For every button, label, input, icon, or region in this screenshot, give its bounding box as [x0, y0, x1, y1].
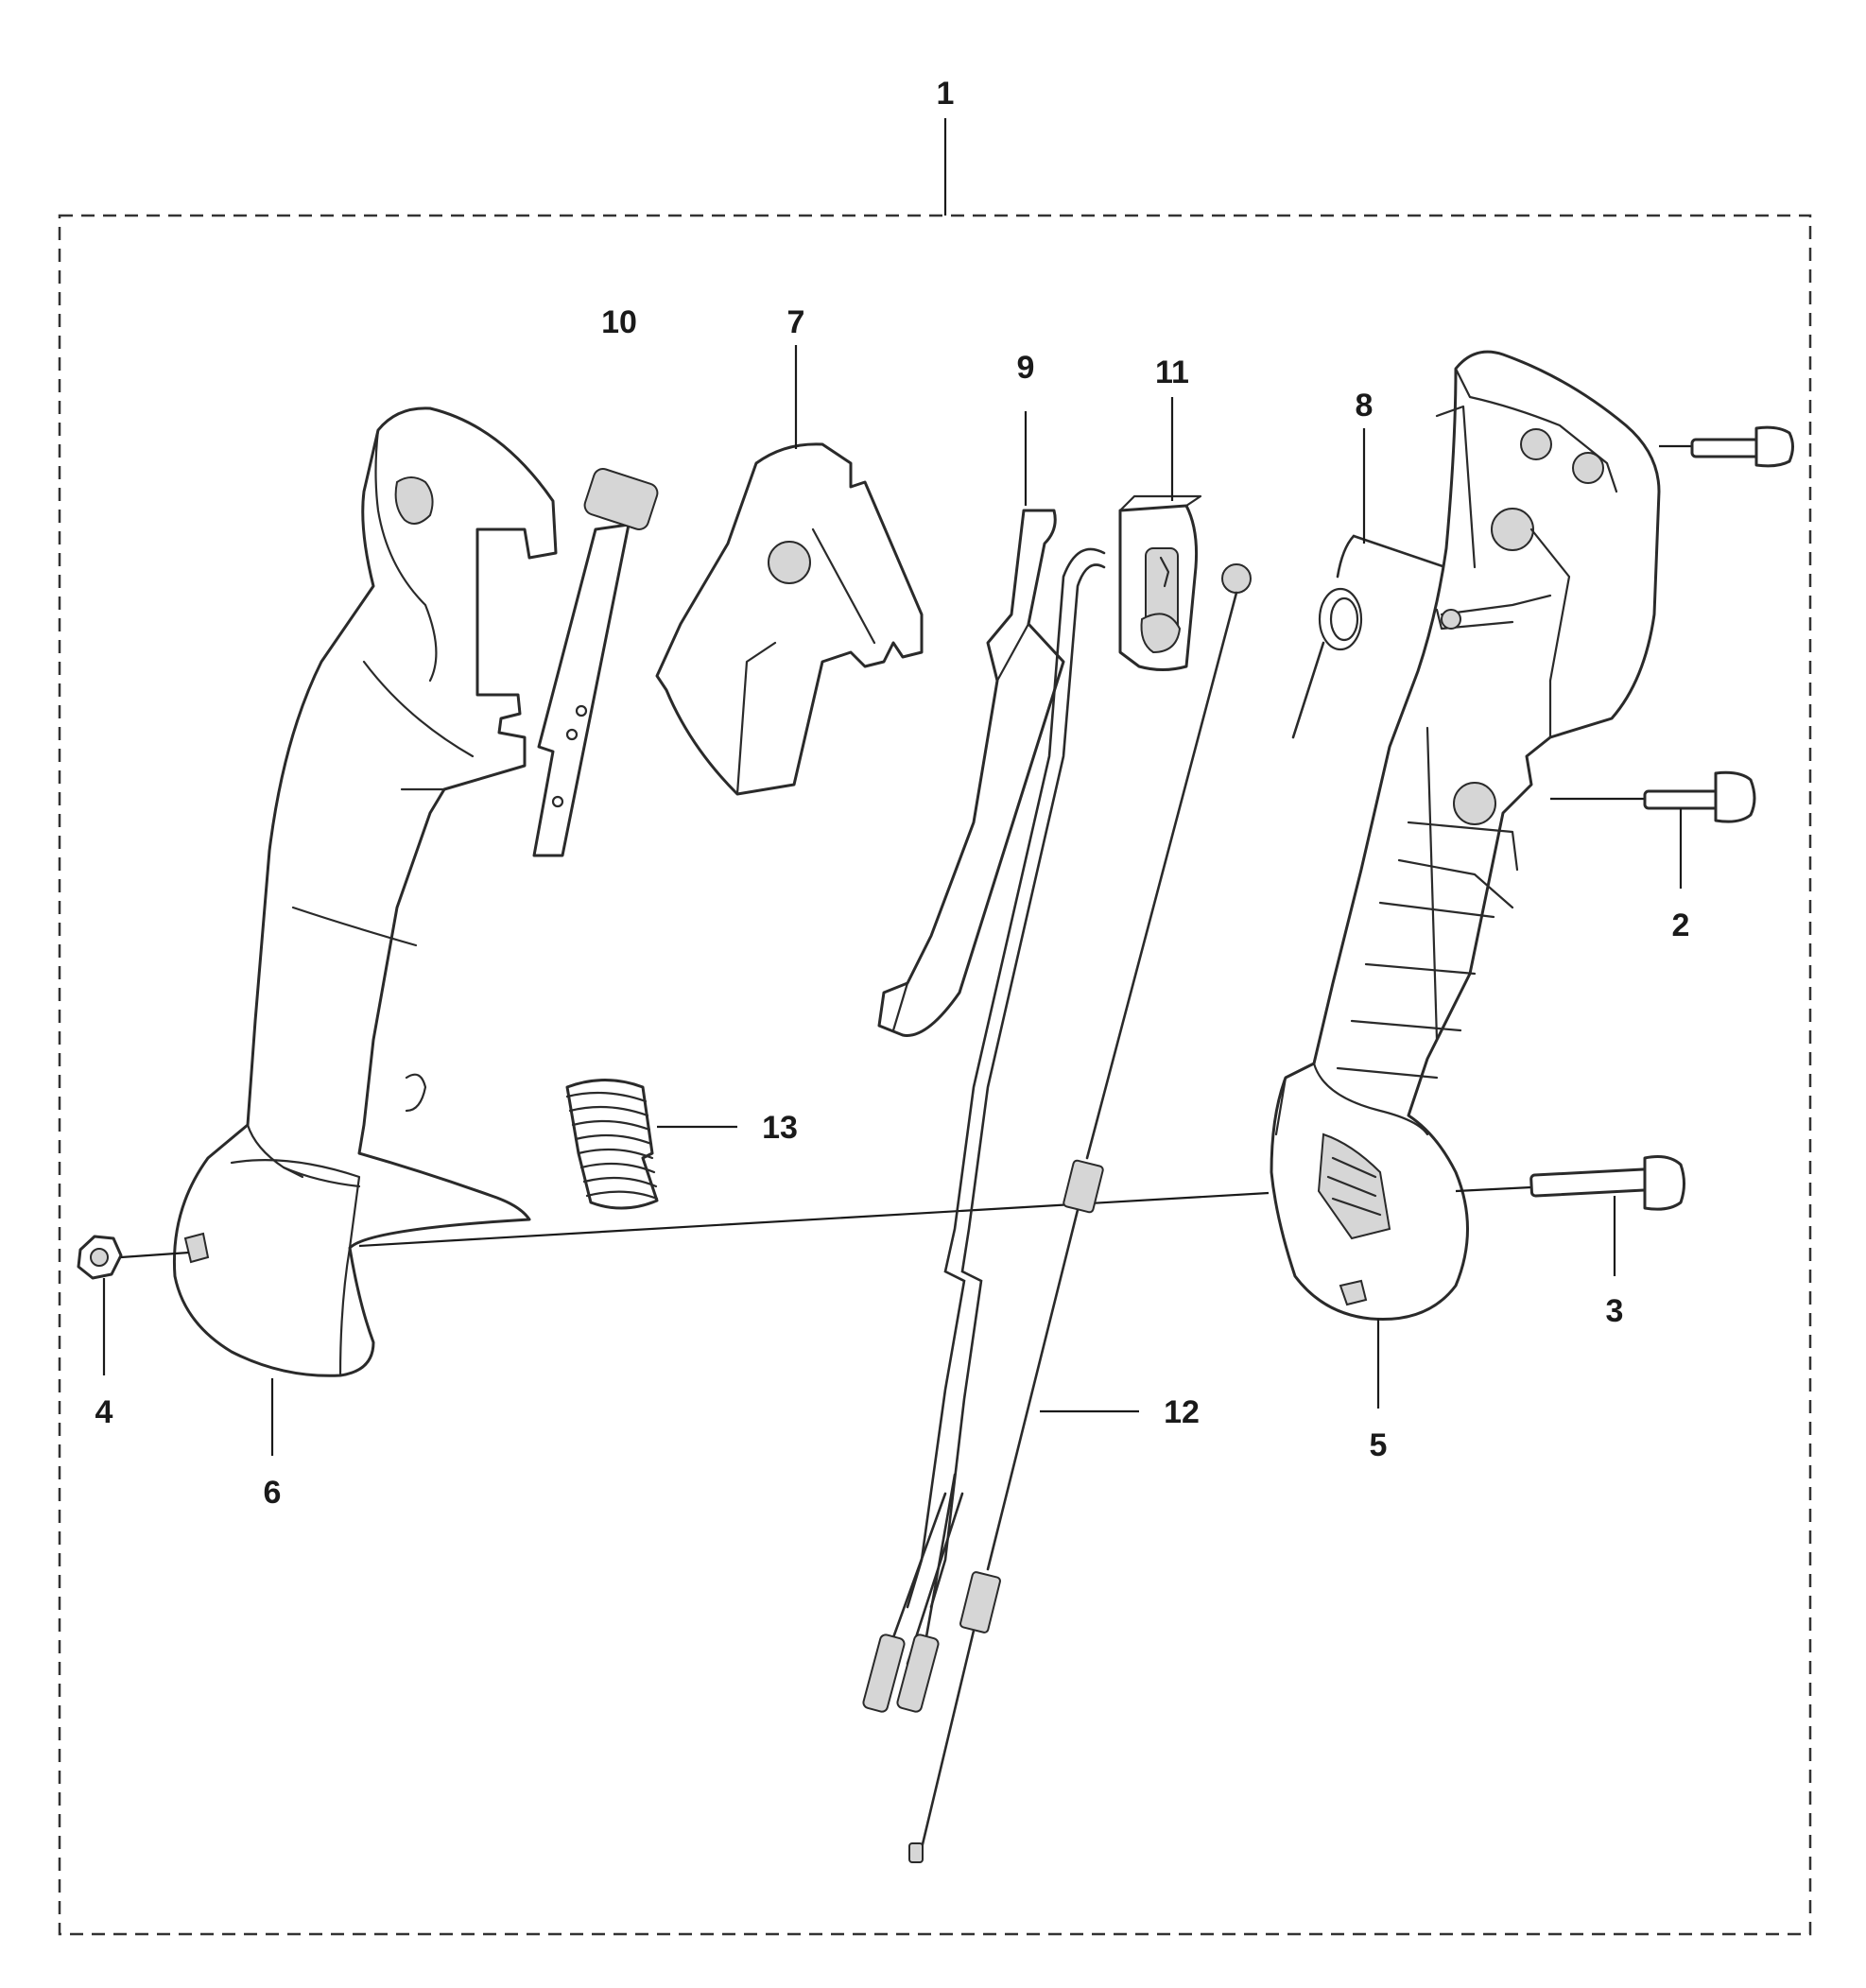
callout-7: 7: [787, 304, 805, 340]
part-6-left-handle-half: [172, 406, 558, 1377]
part-13-spring: [565, 1079, 659, 1210]
callout-12: 12: [1164, 1394, 1200, 1430]
part-2-screw: [1550, 770, 1756, 823]
callout-3: 3: [1606, 1293, 1624, 1329]
callout-10: 10: [601, 304, 637, 340]
callout-6: 6: [264, 1475, 282, 1511]
part-4-nut: [77, 1235, 123, 1280]
callout-13: 13: [762, 1110, 798, 1146]
screw-top: [1659, 425, 1794, 468]
callout-9: 9: [1017, 350, 1035, 386]
part-10-lock-bar: [532, 468, 659, 857]
part-12-throttle-cable: [908, 563, 1252, 1863]
callout-8: 8: [1356, 388, 1374, 424]
callout-11: 11: [1155, 354, 1189, 390]
callout-5: 5: [1370, 1427, 1388, 1463]
part-11-stop-switch: [862, 494, 1202, 1713]
part-7-throttle-trigger: [655, 442, 924, 796]
part-5-right-handle-half: [1270, 350, 1661, 1322]
callout-4: 4: [95, 1394, 113, 1430]
callout-1: 1: [937, 76, 955, 112]
part-3-long-bolt: [1455, 1155, 1685, 1211]
part-8-torsion-spring: [1291, 534, 1453, 739]
assembly-axis: [358, 1191, 1270, 1248]
leader-4-h: [120, 1251, 190, 1259]
part-9-throttle-link: [877, 509, 1065, 1037]
callout-2: 2: [1672, 908, 1690, 943]
assembly-frame: [58, 214, 1812, 1936]
